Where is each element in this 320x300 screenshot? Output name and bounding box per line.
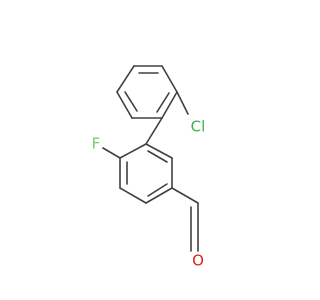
bond: [116, 65, 135, 93]
double-bond-inner: [147, 183, 168, 197]
fluorobenzaldehyde-ring: [119, 143, 173, 204]
bond: [116, 91, 133, 119]
fluorine-bond: [102, 147, 121, 159]
molecule-structure: Cl F O: [92, 65, 206, 270]
bond: [145, 187, 173, 204]
fluorine-label: F: [92, 135, 101, 153]
chlorine-label: Cl: [191, 118, 206, 136]
aldehyde-carbon-bond: [171, 187, 199, 204]
bond: [161, 91, 178, 119]
chlorophenyl-ring: [116, 65, 178, 119]
bond: [145, 143, 173, 159]
double-bond-inner: [124, 91, 138, 112]
oxygen-label: O: [192, 252, 204, 270]
double-bond-inner: [147, 150, 168, 163]
double-bond-inner: [156, 92, 170, 113]
bond: [161, 65, 178, 93]
bond: [119, 143, 147, 159]
biaryl-bond: [145, 117, 163, 145]
chlorine-bond: [176, 91, 189, 115]
bond: [119, 187, 147, 204]
